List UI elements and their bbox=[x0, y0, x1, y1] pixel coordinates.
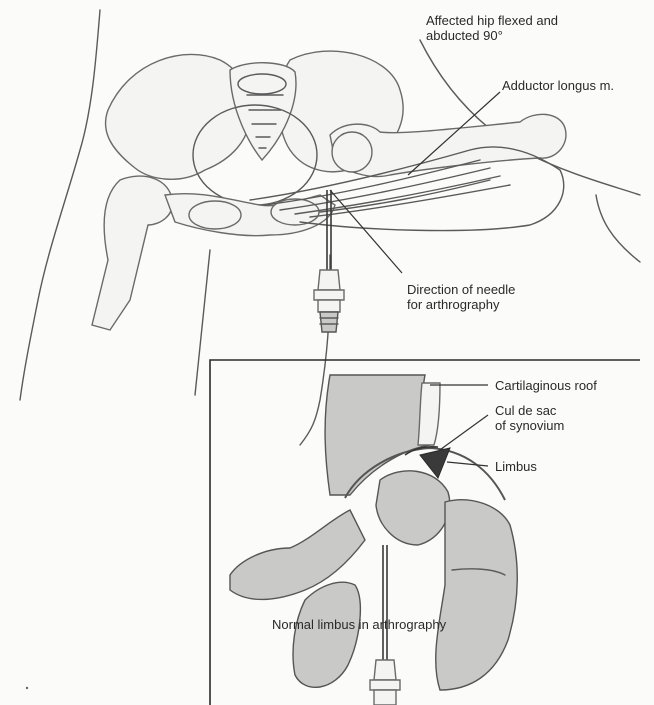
label-adductor-longus: Adductor longus m. bbox=[502, 78, 614, 93]
cul-de-sac-leader bbox=[437, 415, 488, 452]
caption: Normal limbus in arthrography bbox=[272, 617, 446, 632]
label-cul-de-sac: Cul de sac of synovium bbox=[495, 403, 564, 433]
label-cartilaginous-roof: Cartilaginous roof bbox=[495, 378, 597, 393]
inset-box bbox=[210, 360, 640, 705]
label-limbus: Limbus bbox=[495, 459, 537, 474]
label-hip-flexed: Affected hip flexed and abducted 90° bbox=[426, 13, 558, 43]
limbus-leader bbox=[447, 462, 488, 466]
label-needle-direction: Direction of needle for arthrography bbox=[407, 282, 515, 312]
